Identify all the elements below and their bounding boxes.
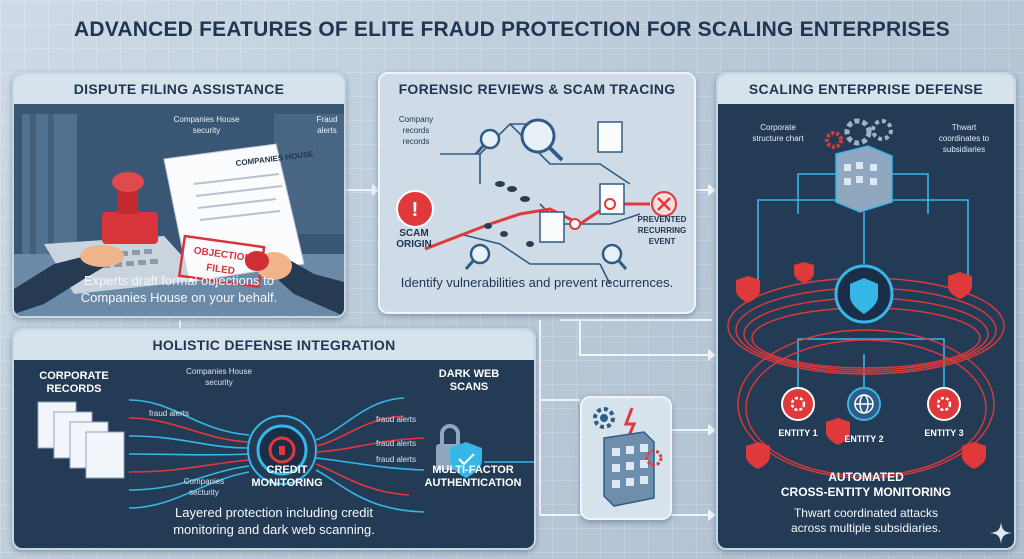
scaling-panel: SCALING ENTERPRISE DEFENSE	[716, 72, 1016, 550]
gear-icon	[593, 407, 615, 429]
stamp-tool-icon	[102, 172, 158, 244]
label-corporate-records: CORPORATE RECORDS	[39, 370, 109, 395]
forensic-caption: Identify vulnerabilities and prevent rec…	[400, 275, 674, 290]
sleeve-left	[14, 254, 109, 314]
scaling-header: SCALING ENTERPRISE DEFENSE	[718, 74, 1014, 104]
hq-building-icon	[835, 145, 893, 213]
magnifier-icon-1	[474, 128, 501, 155]
warning-icon	[396, 190, 434, 228]
documents-stack-icon	[37, 401, 125, 479]
entity-1-icon	[781, 387, 815, 421]
dispute-filing-header: DISPUTE FILING ASSISTANCE	[14, 74, 344, 104]
label-prevented-event: PREVENTED RECURRING EVENT	[637, 215, 687, 246]
holistic-illustration	[37, 397, 534, 513]
holistic-panel: HOLISTIC DEFENSE INTEGRATION	[12, 328, 536, 550]
label-entity-2: ENTITY 2	[844, 434, 884, 444]
document-icon-2	[539, 211, 565, 243]
dispute-illustration: COMPANIES HOUSE OBJECTION FILED	[14, 104, 344, 316]
gears-icon	[825, 118, 893, 149]
label-companies-house-security: Companies House security	[173, 115, 240, 135]
magnifier-icon-3	[601, 243, 628, 270]
connector-forensic-scaling-3	[579, 320, 712, 356]
label-company-records: Company records records	[398, 115, 434, 146]
hand-left-icon	[80, 245, 124, 267]
label-fraud-alerts-r1: fraud alerts	[375, 415, 417, 424]
building-card	[580, 396, 672, 520]
label-companies-security: Companies secturity	[183, 477, 225, 497]
center-shield-icon	[850, 278, 878, 314]
credit-monitoring-ring	[247, 415, 317, 485]
lock-icon	[268, 436, 296, 464]
label-dark-web-scans: DARK WEB SCANS	[438, 368, 500, 393]
svg-text:FILED: FILED	[205, 262, 235, 277]
magnifier-icon-2	[464, 243, 491, 270]
lightning-icon	[623, 407, 637, 439]
scaling-caption: Thwart coordinated attacks across multip…	[790, 506, 942, 535]
arrowhead-1	[372, 184, 380, 196]
arrowhead-2	[708, 184, 716, 196]
label-entity-3: ENTITY 3	[924, 428, 964, 438]
label-fraud-alerts-left: fraud alerts	[148, 409, 190, 418]
arrowhead-3	[708, 509, 716, 521]
label-credit-monitoring: CREDIT MONITORING	[251, 464, 323, 489]
entity-3-icon	[927, 387, 961, 421]
forensic-panel: FORENSIC REVIEWS & SCAM TRACING !	[378, 72, 696, 314]
holistic-header: HOLISTIC DEFENSE INTEGRATION	[14, 330, 534, 360]
red-shields	[736, 262, 986, 469]
page-title: ADVANCED FEATURES OF ELITE FRAUD PROTECT…	[74, 18, 950, 41]
label-fraud-alerts-r2: fraud alerts	[375, 439, 417, 448]
document-icon-1	[597, 121, 623, 153]
label-thwart-coordinates: Thwart coordinates to subsidiaries	[938, 123, 990, 154]
shield-icon	[450, 442, 482, 478]
svg-text:!: !	[412, 199, 419, 221]
arrowhead-5	[708, 424, 716, 436]
label-automated-monitoring: AUTOMATED CROSS-ENTITY MONITORING	[780, 470, 952, 499]
label-mfa: MULTI-FACTOR AUTHENTICATION	[424, 464, 522, 489]
forensic-illustration: !	[396, 118, 677, 285]
footprints-icon	[484, 181, 534, 247]
sparkle-icon	[990, 522, 1012, 544]
label-fraud-alerts: Fraud alerts	[316, 115, 338, 135]
dispute-caption: Experts draft formal objections to Compa…	[80, 273, 278, 305]
document-icon	[163, 143, 305, 283]
holistic-caption: Layered protection including credit moni…	[173, 505, 375, 537]
label-ch-security: Companies House security	[186, 367, 252, 387]
scaling-illustration	[727, 118, 1005, 479]
label-scam-origin: SCAM ORIGIN	[396, 228, 432, 250]
magnifier-icon-large	[520, 118, 564, 162]
label-fraud-alerts-r3: fraud alerts	[375, 455, 417, 464]
label-corporate-structure: Corporate structure chart	[752, 123, 804, 143]
dispute-filing-panel: DISPUTE FILING ASSISTANCE COMPANIES HOUS…	[12, 72, 346, 318]
arrowhead-4	[708, 349, 716, 361]
entity-2-globe-icon	[847, 387, 881, 421]
building-illustration	[593, 407, 663, 507]
forensic-header: FORENSIC REVIEWS & SCAM TRACING	[380, 74, 694, 104]
label-entity-1: ENTITY 1	[778, 428, 818, 438]
